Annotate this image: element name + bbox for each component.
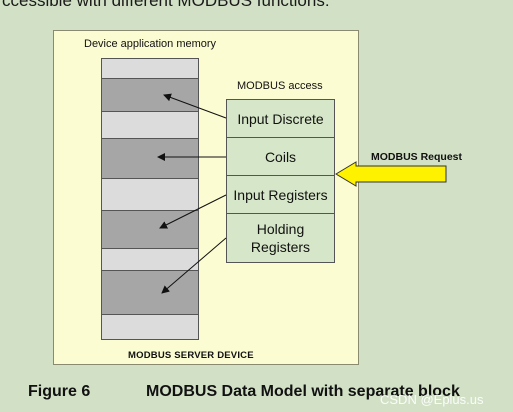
access-coils-label: Coils: [264, 148, 297, 165]
access-input-registers-label: Input Registers: [233, 186, 328, 203]
arrow-input-discrete: [163, 93, 227, 119]
memory-block-input-discrete: [102, 78, 198, 112]
access-holding-registers-label: Holding Registers: [250, 221, 311, 255]
modbus-request-label: MODBUS Request: [371, 151, 463, 163]
figure-number: Figure 6: [28, 383, 91, 400]
memory-block-coils: [102, 138, 198, 179]
modbus-access-label: MODBUS access: [237, 80, 323, 92]
memory-column: [101, 58, 199, 340]
memory-block-holding-registers: [102, 270, 198, 315]
access-input-registers: Input Registers: [226, 175, 335, 214]
memory-block-input-registers: [102, 210, 198, 249]
access-input-discrete-label: Input Discrete: [237, 110, 324, 127]
memory-segment: [102, 179, 198, 210]
intro-text: ccessible with different MODBUS function…: [2, 0, 330, 10]
access-holding-registers: Holding Registers: [226, 213, 335, 263]
watermark: CSDN @Eplus.us: [380, 392, 484, 407]
figure-caption: MODBUS Data Model with separate block: [146, 383, 460, 400]
modbus-request-arrow: [335, 161, 447, 187]
memory-segment: [102, 315, 198, 339]
access-coils: Coils: [226, 137, 335, 176]
memory-segment: [102, 112, 198, 138]
arrow-input-registers: [159, 194, 227, 229]
memory-segment: [102, 59, 198, 78]
memory-segment: [102, 249, 198, 270]
access-input-discrete: Input Discrete: [226, 99, 335, 138]
device-memory-label: Device application memory: [84, 38, 217, 50]
arrow-holding-registers: [161, 237, 227, 294]
server-device-label: MODBUS SERVER DEVICE: [128, 350, 254, 361]
